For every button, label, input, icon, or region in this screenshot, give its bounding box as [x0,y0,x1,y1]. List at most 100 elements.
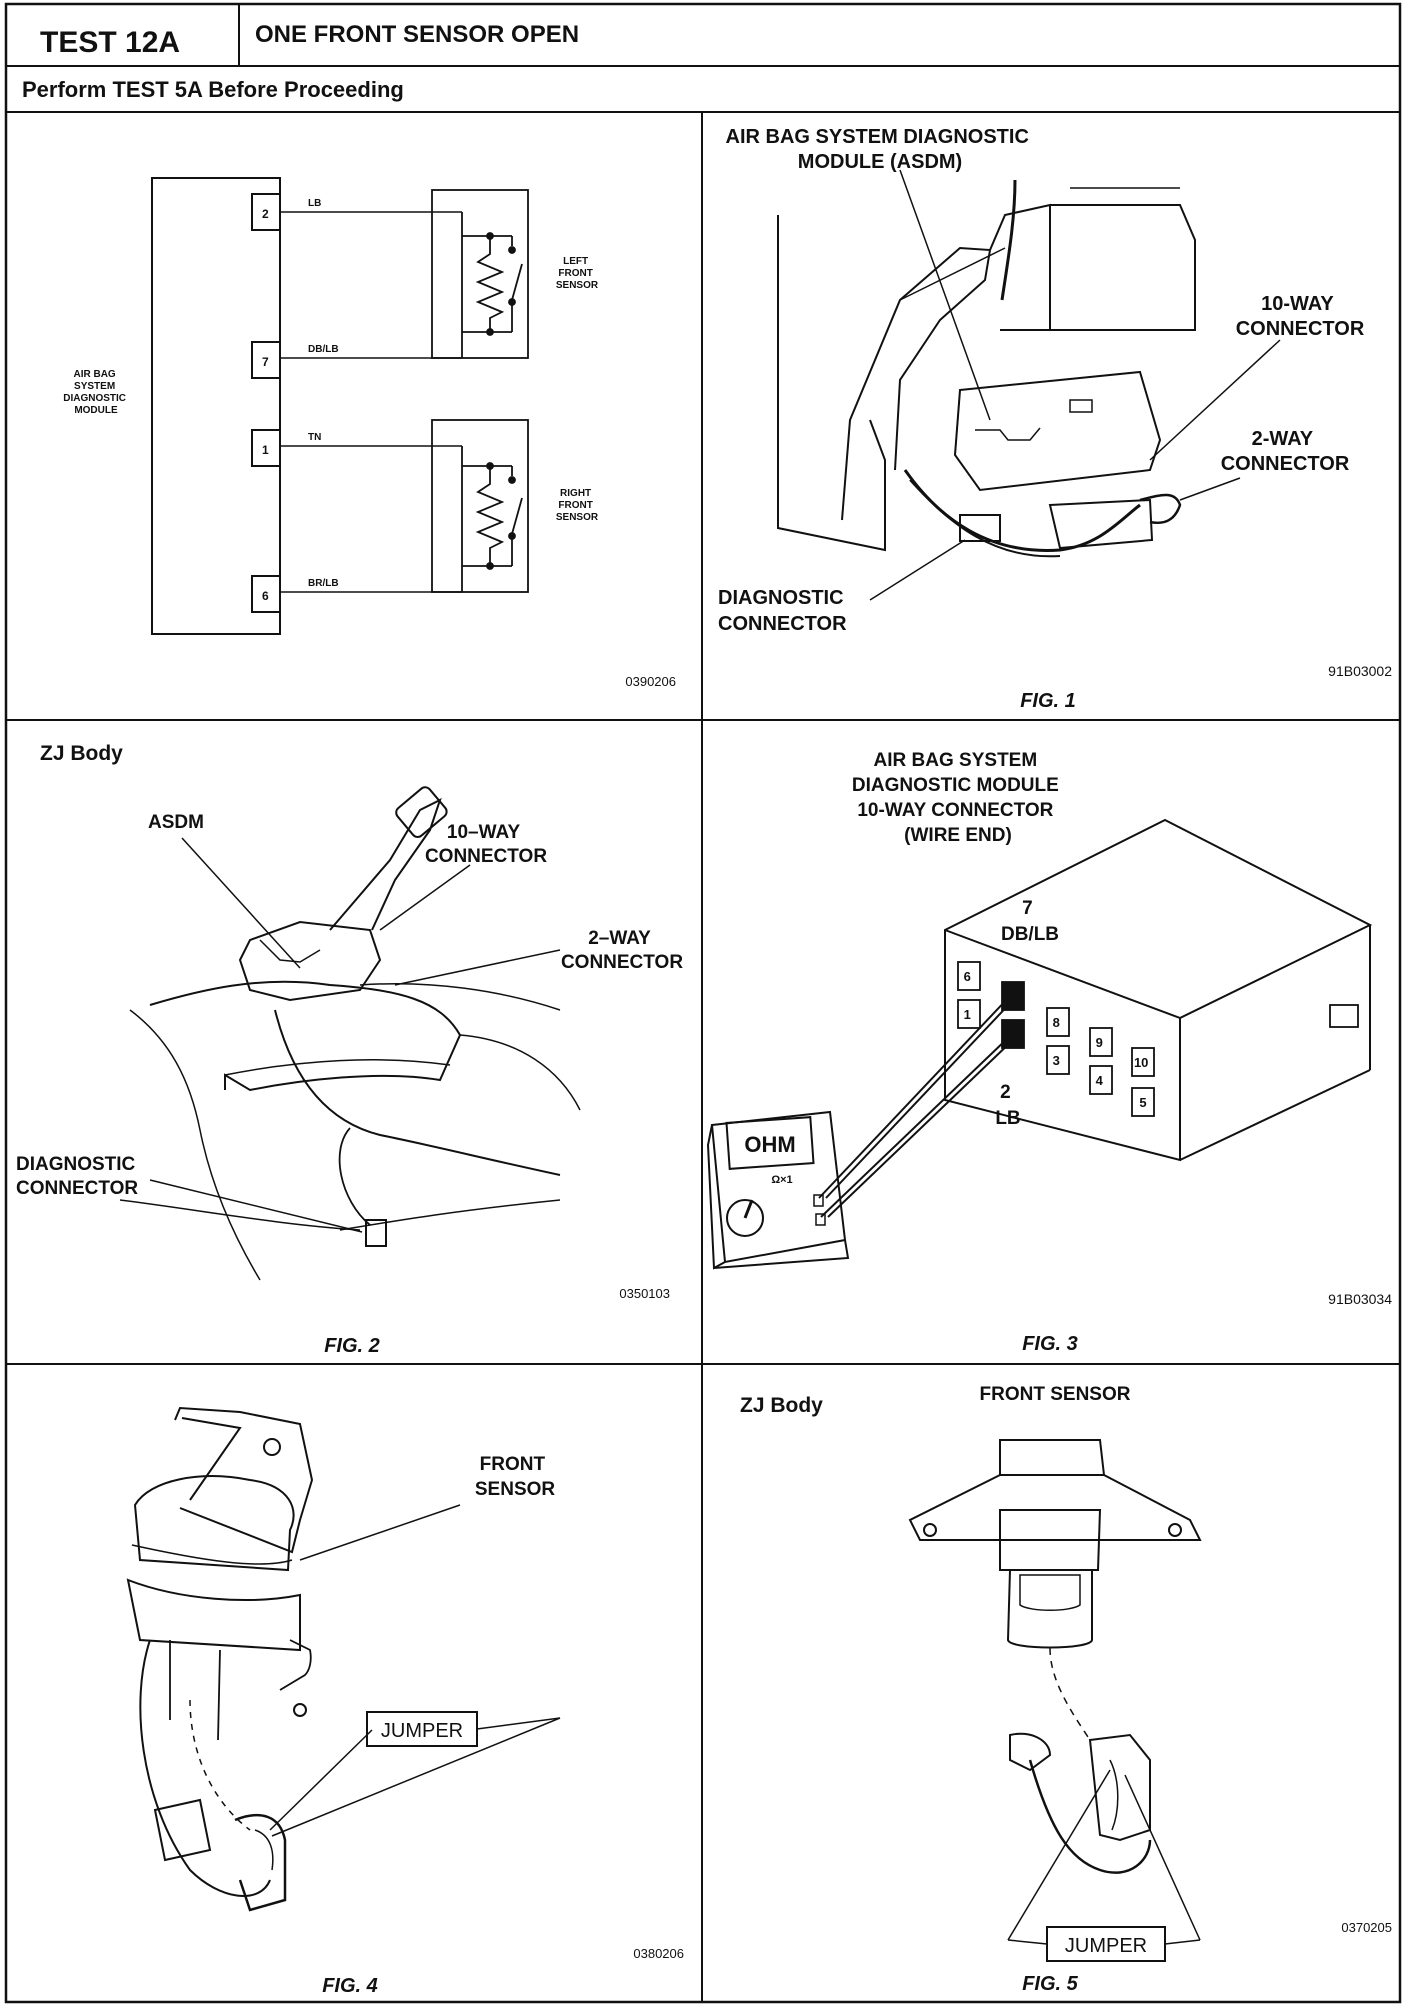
left-sensor-label-1: LEFT [563,256,588,267]
svg-text:6 1 8 9: 6 1 8 9 10 3 4 5 [964,969,1152,1110]
right-sensor-label-2: FRONT [558,500,592,511]
fig2-body-label: ZJ Body [40,742,123,765]
module-label-line2: SYSTEM [74,381,115,392]
fig3-title-3: 10-WAY CONNECTOR [857,800,1053,821]
fig2-caption: FIG. 2 [324,1335,380,1357]
fig1-10way-label-2: CONNECTOR [1236,318,1365,340]
svg-text:2–WAY CONNECTOR: 2–WAY CONNECTOR [561,928,683,973]
fig3-panel: AIR BAG SYSTEM DIAGNOSTIC MODULE 10-WAY … [706,750,1392,1355]
fig4-caption: FIG. 4 [322,1975,378,1997]
fig4-code: 0380206 [633,1946,684,1961]
fig2-asdm-label: ASDM [148,812,204,833]
fig3-title-4: (WIRE END) [904,825,1012,846]
pin-7: 7 [262,355,269,369]
svg-text:LEFT FRONT SENSOR: LEFT FRONT SENSOR [556,256,599,291]
svg-text:AIR BAG SYSTEM DIA: AIR BAG SYSTEM DIAGNOSTIC MODULE [63,369,129,416]
fig4-sensor-label-2: SENSOR [475,1479,556,1500]
precondition-note: Perform TEST 5A Before Proceeding [22,77,404,102]
fig3-caption: FIG. 3 [1022,1333,1078,1355]
fig3-cavity-1: 1 [964,1007,971,1022]
fig3-code: 91B03034 [1328,1291,1392,1307]
fig5-body-label: ZJ Body [740,1394,823,1417]
fig2-code: 0350103 [619,1286,670,1301]
fig2-2way-label-1: 2–WAY [588,928,651,949]
page-frame [4,2,1402,2004]
fig1-10way-label-1: 10-WAY [1261,293,1334,315]
fig1-diag-label-1: DIAGNOSTIC [718,587,844,609]
wire-tn: TN [308,432,321,443]
svg-text:DIAGNOSTIC CONNECTOR: DIAGNOSTIC CONNECTOR [16,1154,141,1199]
fig3-cavity-4: 4 [1096,1073,1104,1088]
fig2-10way-label-2: CONNECTOR [425,846,547,867]
fig5-caption: FIG. 5 [1022,1973,1078,1995]
svg-text:RIGHT FRONT SENSOR: RIGHT FRONT SENSOR [556,488,599,523]
fig3-meter-range: Ω×1 [771,1174,792,1186]
fig2-panel: ZJ Body ASDM 10–WAY CONNECTOR 2–WAY CONN… [16,742,683,1357]
fig3-title-2: DIAGNOSTIC MODULE [852,775,1059,796]
fig3-cavity-5: 5 [1139,1095,1146,1110]
fig3-cavity-9: 9 [1096,1035,1103,1050]
fig3-pin7-color: DB/LB [1001,924,1059,945]
svg-text:10-WAY CONNECTOR: 10-WAY CONNECTOR [1236,293,1365,340]
fig3-cavity-10: 10 [1134,1055,1148,1070]
wiring-schematic: AIR BAG SYSTEM DIAGNOSTIC MODULE 2 7 1 6… [63,177,676,689]
module-label-line1: AIR BAG [73,369,115,380]
wire-lb: LB [308,198,321,209]
fig3-cavity-6: 6 [964,969,971,984]
pin-6: 6 [262,589,269,603]
module-label-line3: DIAGNOSTIC [63,393,126,404]
wire-db-lb: DB/LB [308,344,339,355]
wire-br-lb: BR/LB [308,578,339,589]
fig5-jumper-label: JUMPER [1065,1935,1147,1957]
right-front-sensor-symbol [431,419,529,593]
fig3-cavity-3: 3 [1053,1053,1060,1068]
fig1-2way-label-2: CONNECTOR [1221,453,1350,475]
fig3-pin2-color: LB [995,1108,1020,1129]
fig3-meter-display: OHM [744,1132,795,1157]
fig1-panel: AIR BAG SYSTEM DIAGNOSTIC MODULE (ASDM) … [718,126,1392,712]
fig3-pin2-number: 2 [1000,1082,1011,1103]
fig1-code: 91B03002 [1328,663,1392,679]
pin-2: 2 [262,207,269,221]
test-id: TEST 12A [40,26,180,59]
fig1-asdm-label-2: MODULE (ASDM) [798,151,962,173]
right-sensor-label-1: RIGHT [560,488,591,499]
module-label-line4: MODULE [74,405,118,416]
svg-text:2 LB: 2 LB [995,1082,1020,1129]
fig1-2way-label-1: 2-WAY [1252,428,1314,450]
fig5-panel: ZJ Body FRONT SENSOR JUMPER 0370205 FIG.… [740,1384,1392,1995]
fig1-diag-label-2: CONNECTOR [718,613,847,635]
fig5-illustration [908,1439,1202,1945]
fig4-sensor-label-1: FRONT [480,1454,546,1475]
fig4-jumper-label: JUMPER [381,1720,463,1742]
fig1-asdm-label-1: AIR BAG SYSTEM DIAGNOSTIC [726,126,1029,148]
left-sensor-label-2: FRONT [558,268,592,279]
fig5-code: 0370205 [1341,1920,1392,1935]
fig5-title: FRONT SENSOR [980,1384,1131,1405]
fig1-caption: FIG. 1 [1020,690,1076,712]
fig2-2way-label-2: CONNECTOR [561,952,683,973]
fig3-connector-body [944,818,1373,1162]
pin-1: 1 [262,443,269,457]
fig3-title-1: AIR BAG SYSTEM [874,750,1038,771]
fig2-diag-label-2: CONNECTOR [16,1178,138,1199]
fig2-diag-label-1: DIAGNOSTIC [16,1154,136,1175]
svg-text:10–WAY CONNECTOR: 10–WAY CONNECTOR [425,822,547,867]
svg-text:AIR BAG SYSTEM DIAGNOSTI: AIR BAG SYSTEM DIAGNOSTIC MODULE 10-WAY … [852,750,1064,846]
left-front-sensor-symbol [431,189,529,359]
test-title: ONE FRONT SENSOR OPEN [255,21,579,48]
fig2-10way-label-1: 10–WAY [447,822,521,843]
fig3-ohmmeter [706,995,1016,1270]
right-sensor-label-3: SENSOR [556,512,599,523]
fig3-cavity-8: 8 [1053,1015,1060,1030]
fig3-cavities [957,961,1155,1117]
fig4-illustration [126,1406,561,1912]
fig2-illustration [119,786,581,1281]
left-sensor-label-3: SENSOR [556,280,599,291]
schematic-code: 0390206 [625,674,676,689]
fig4-panel: FRONT SENSOR JUMPER 0380206 FIG. 4 [126,1406,684,1997]
fig3-pin7-number: 7 [1022,898,1033,919]
fig1-illustration [777,169,1281,601]
